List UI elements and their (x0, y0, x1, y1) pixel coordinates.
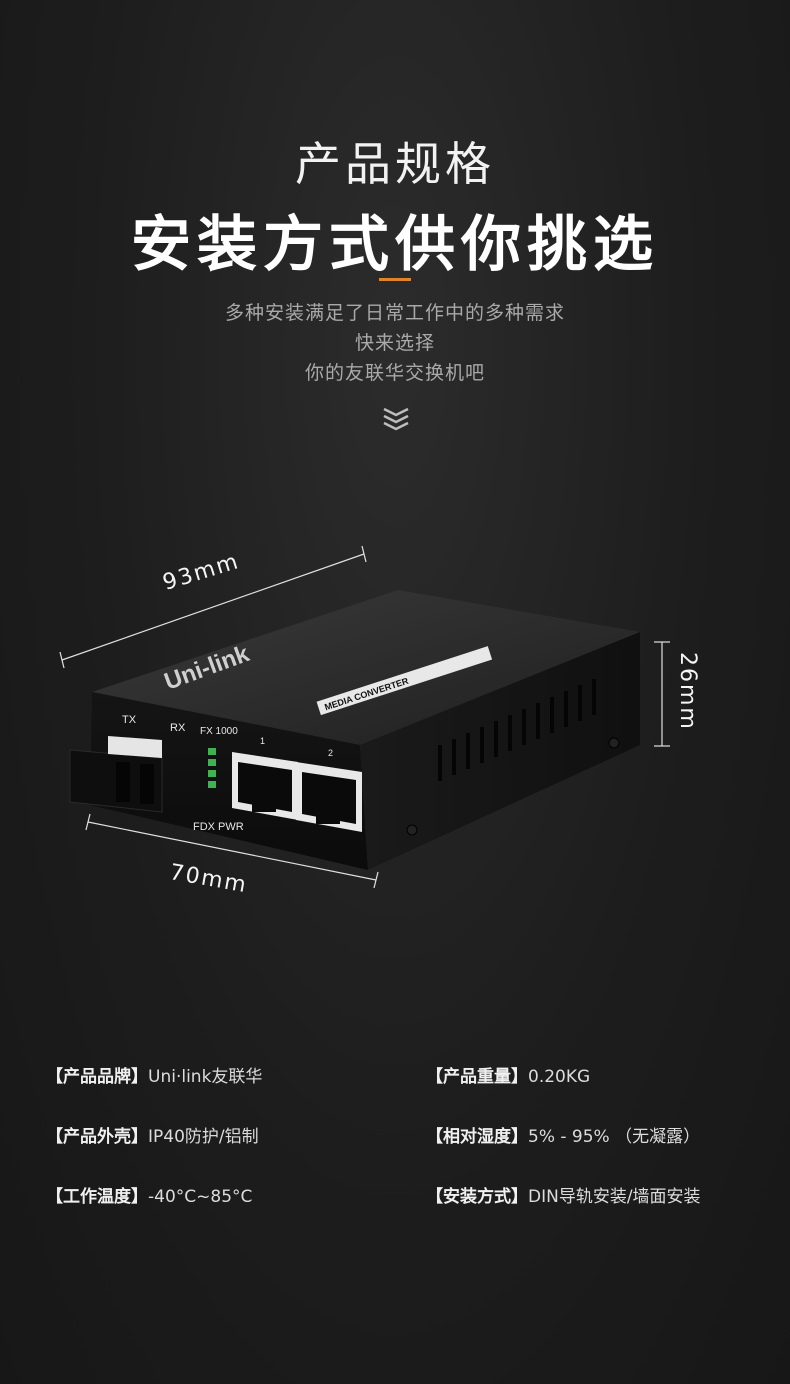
page-title: 安装方式供你挑选 (131, 210, 659, 280)
spec-brand: 【产品品牌】Uni·link友联华 (46, 1067, 263, 1087)
media-converter-product-image: Uni-link MEDIA CONVERTER (50, 540, 750, 910)
port-2-label: 2 (328, 748, 333, 758)
port-1-label: 1 (260, 736, 265, 746)
rj45-port-1 (232, 752, 298, 820)
page-subtitle: 产品规格 (295, 137, 495, 191)
accent-divider (379, 278, 411, 281)
spec-housing: 【产品外壳】IP40防护/铝制 (46, 1127, 259, 1147)
spec-temperature: 【工作温度】-40°C~85°C (46, 1187, 253, 1207)
fdx-pwr-label: FDX PWR (193, 821, 244, 833)
description-line-1: 多种安装满足了日常工作中的多种需求 (224, 302, 565, 324)
media-converter-drawing: Uni-link MEDIA CONVERTER (59, 545, 670, 889)
spec-weight: 【产品重量】0.20KG (426, 1067, 591, 1087)
triple-chevron-down-icon (383, 407, 409, 431)
dimension-height: 26mm (675, 652, 700, 731)
description-line-2: 快来选择 (354, 332, 435, 354)
description-line-3: 你的友联华交换机吧 (304, 362, 485, 384)
side-vents (438, 679, 596, 781)
tx-label: TX (122, 714, 137, 726)
fx-label: FX 1000 (200, 726, 238, 737)
spec-installation: 【安装方式】DIN导轨安装/墙面安装 (426, 1187, 701, 1207)
rj45-port-2 (296, 762, 362, 832)
rx-label: RX (170, 722, 186, 734)
status-leds (208, 748, 216, 788)
spec-humidity: 【相对湿度】5% - 95% （无凝露） (426, 1127, 701, 1147)
